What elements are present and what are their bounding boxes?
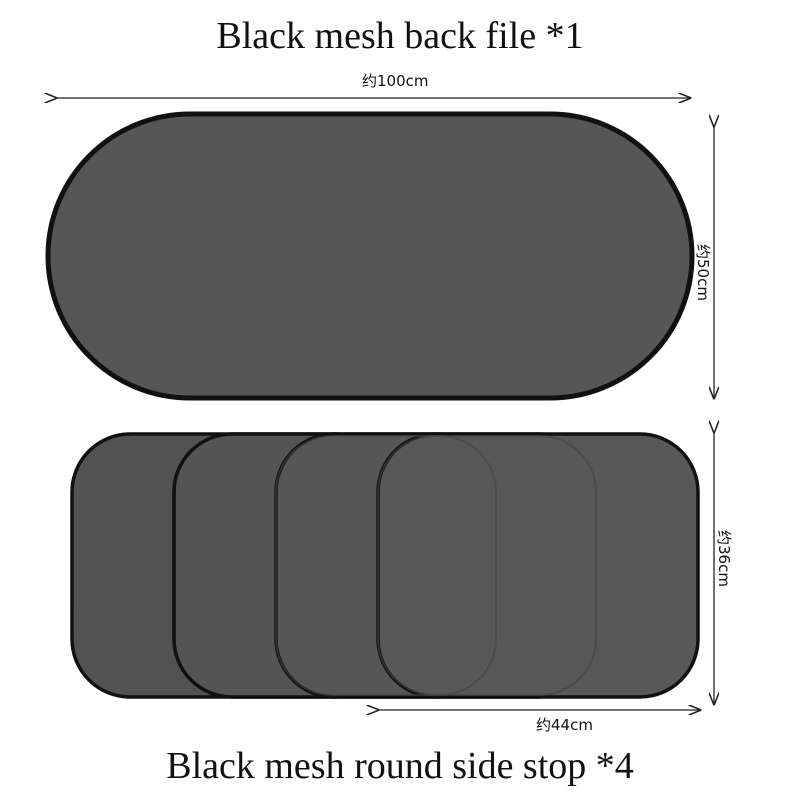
side-width-label: 约44cm <box>536 716 593 734</box>
top-product-title: Black mesh back file *1 <box>216 15 584 57</box>
height-label: 约50cm <box>694 244 712 301</box>
side-height-label: 约36cm <box>715 530 733 587</box>
back-mesh-shade <box>45 111 695 401</box>
bottom-product-title: Black mesh round side stop *4 <box>166 745 634 787</box>
side-mesh-shade <box>376 432 700 699</box>
side-mesh-group <box>70 432 700 699</box>
width-label: 约100cm <box>362 72 429 90</box>
